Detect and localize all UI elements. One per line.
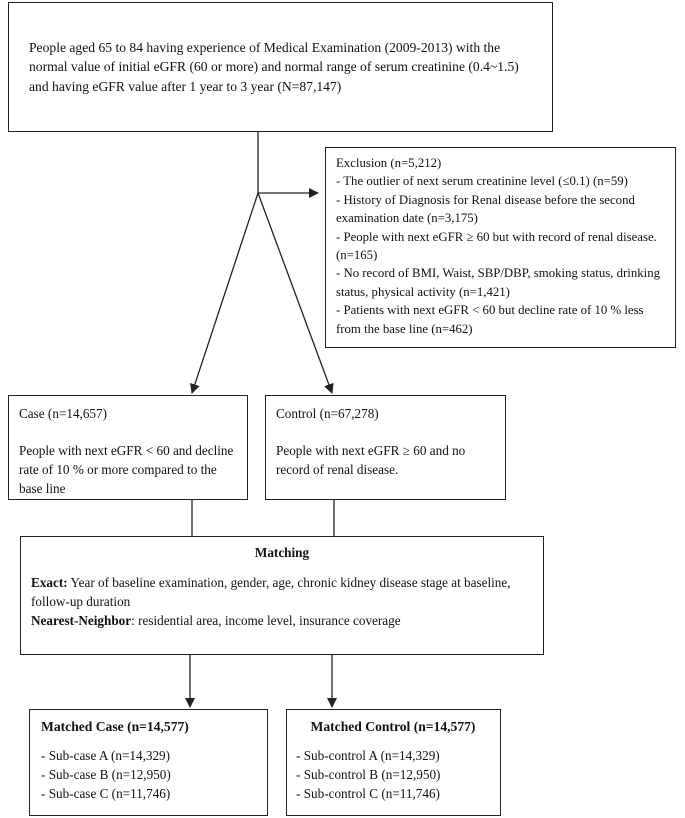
arrow-to-control	[257, 192, 334, 394]
exclusion-item: - History of Diagnosis for Renal disease…	[336, 192, 635, 226]
arrow-to-case	[190, 192, 259, 394]
control-title: Control (n=67,278)	[276, 406, 379, 421]
matching-box: Matching Exact: Year of baseline examina…	[20, 536, 544, 655]
matching-exact-label: Exact:	[31, 575, 68, 590]
matched-case-box: Matched Case (n=14,577) - Sub-case A (n=…	[29, 709, 268, 816]
control-box: Control (n=67,278) People with next eGFR…	[265, 395, 506, 500]
matched-case-title: Matched Case (n=14,577)	[41, 719, 189, 734]
case-box: Case (n=14,657) People with next eGFR < …	[8, 395, 248, 500]
matching-exact-text: Year of baseline examination, gender, ag…	[31, 575, 511, 609]
matched-control-item: - Sub-control A (n=14,329)	[296, 748, 440, 763]
case-title: Case (n=14,657)	[19, 406, 108, 421]
matched-case-item: - Sub-case C (n=11,746)	[41, 786, 171, 801]
study-population-box: People aged 65 to 84 having experience o…	[8, 2, 553, 132]
exclusion-item: - Patients with next eGFR < 60 but decli…	[336, 303, 644, 336]
matching-nearest-neighbor: Nearest-Neighbor: residential area, inco…	[31, 611, 533, 630]
matched-case-item: - Sub-case B (n=12,950)	[41, 767, 171, 782]
matched-case-item: - Sub-case A (n=14,329)	[41, 748, 171, 763]
exclusion-item: - People with next eGFR ≥ 60 but with re…	[336, 229, 657, 263]
control-description: People with next eGFR ≥ 60 and no record…	[276, 443, 466, 477]
exclusion-item: - The outlier of next serum creatinine l…	[336, 174, 628, 189]
matching-nn-label: Nearest-Neighbor	[31, 613, 132, 628]
matched-control-item: - Sub-control B (n=12,950)	[296, 767, 441, 782]
matching-exact: Exact: Year of baseline examination, gen…	[31, 573, 533, 611]
exclusion-box: Exclusion (n=5,212) - The outlier of nex…	[325, 147, 676, 348]
matched-control-title: Matched Control (n=14,577)	[310, 719, 476, 734]
matching-title: Matching	[254, 545, 310, 560]
exclusion-item: - No record of BMI, Waist, SBP/DBP, smok…	[336, 266, 660, 299]
study-population-text: People aged 65 to 84 having experience o…	[29, 39, 519, 94]
exclusion-title: Exclusion (n=5,212)	[336, 156, 442, 170]
matching-nn-text: : residential area, income level, insura…	[131, 613, 401, 628]
matched-control-box: Matched Control (n=14,577) - Sub-control…	[286, 709, 501, 816]
case-description: People with next eGFR < 60 and decline r…	[19, 443, 234, 496]
matched-control-item: - Sub-control C (n=11,746)	[296, 786, 440, 801]
